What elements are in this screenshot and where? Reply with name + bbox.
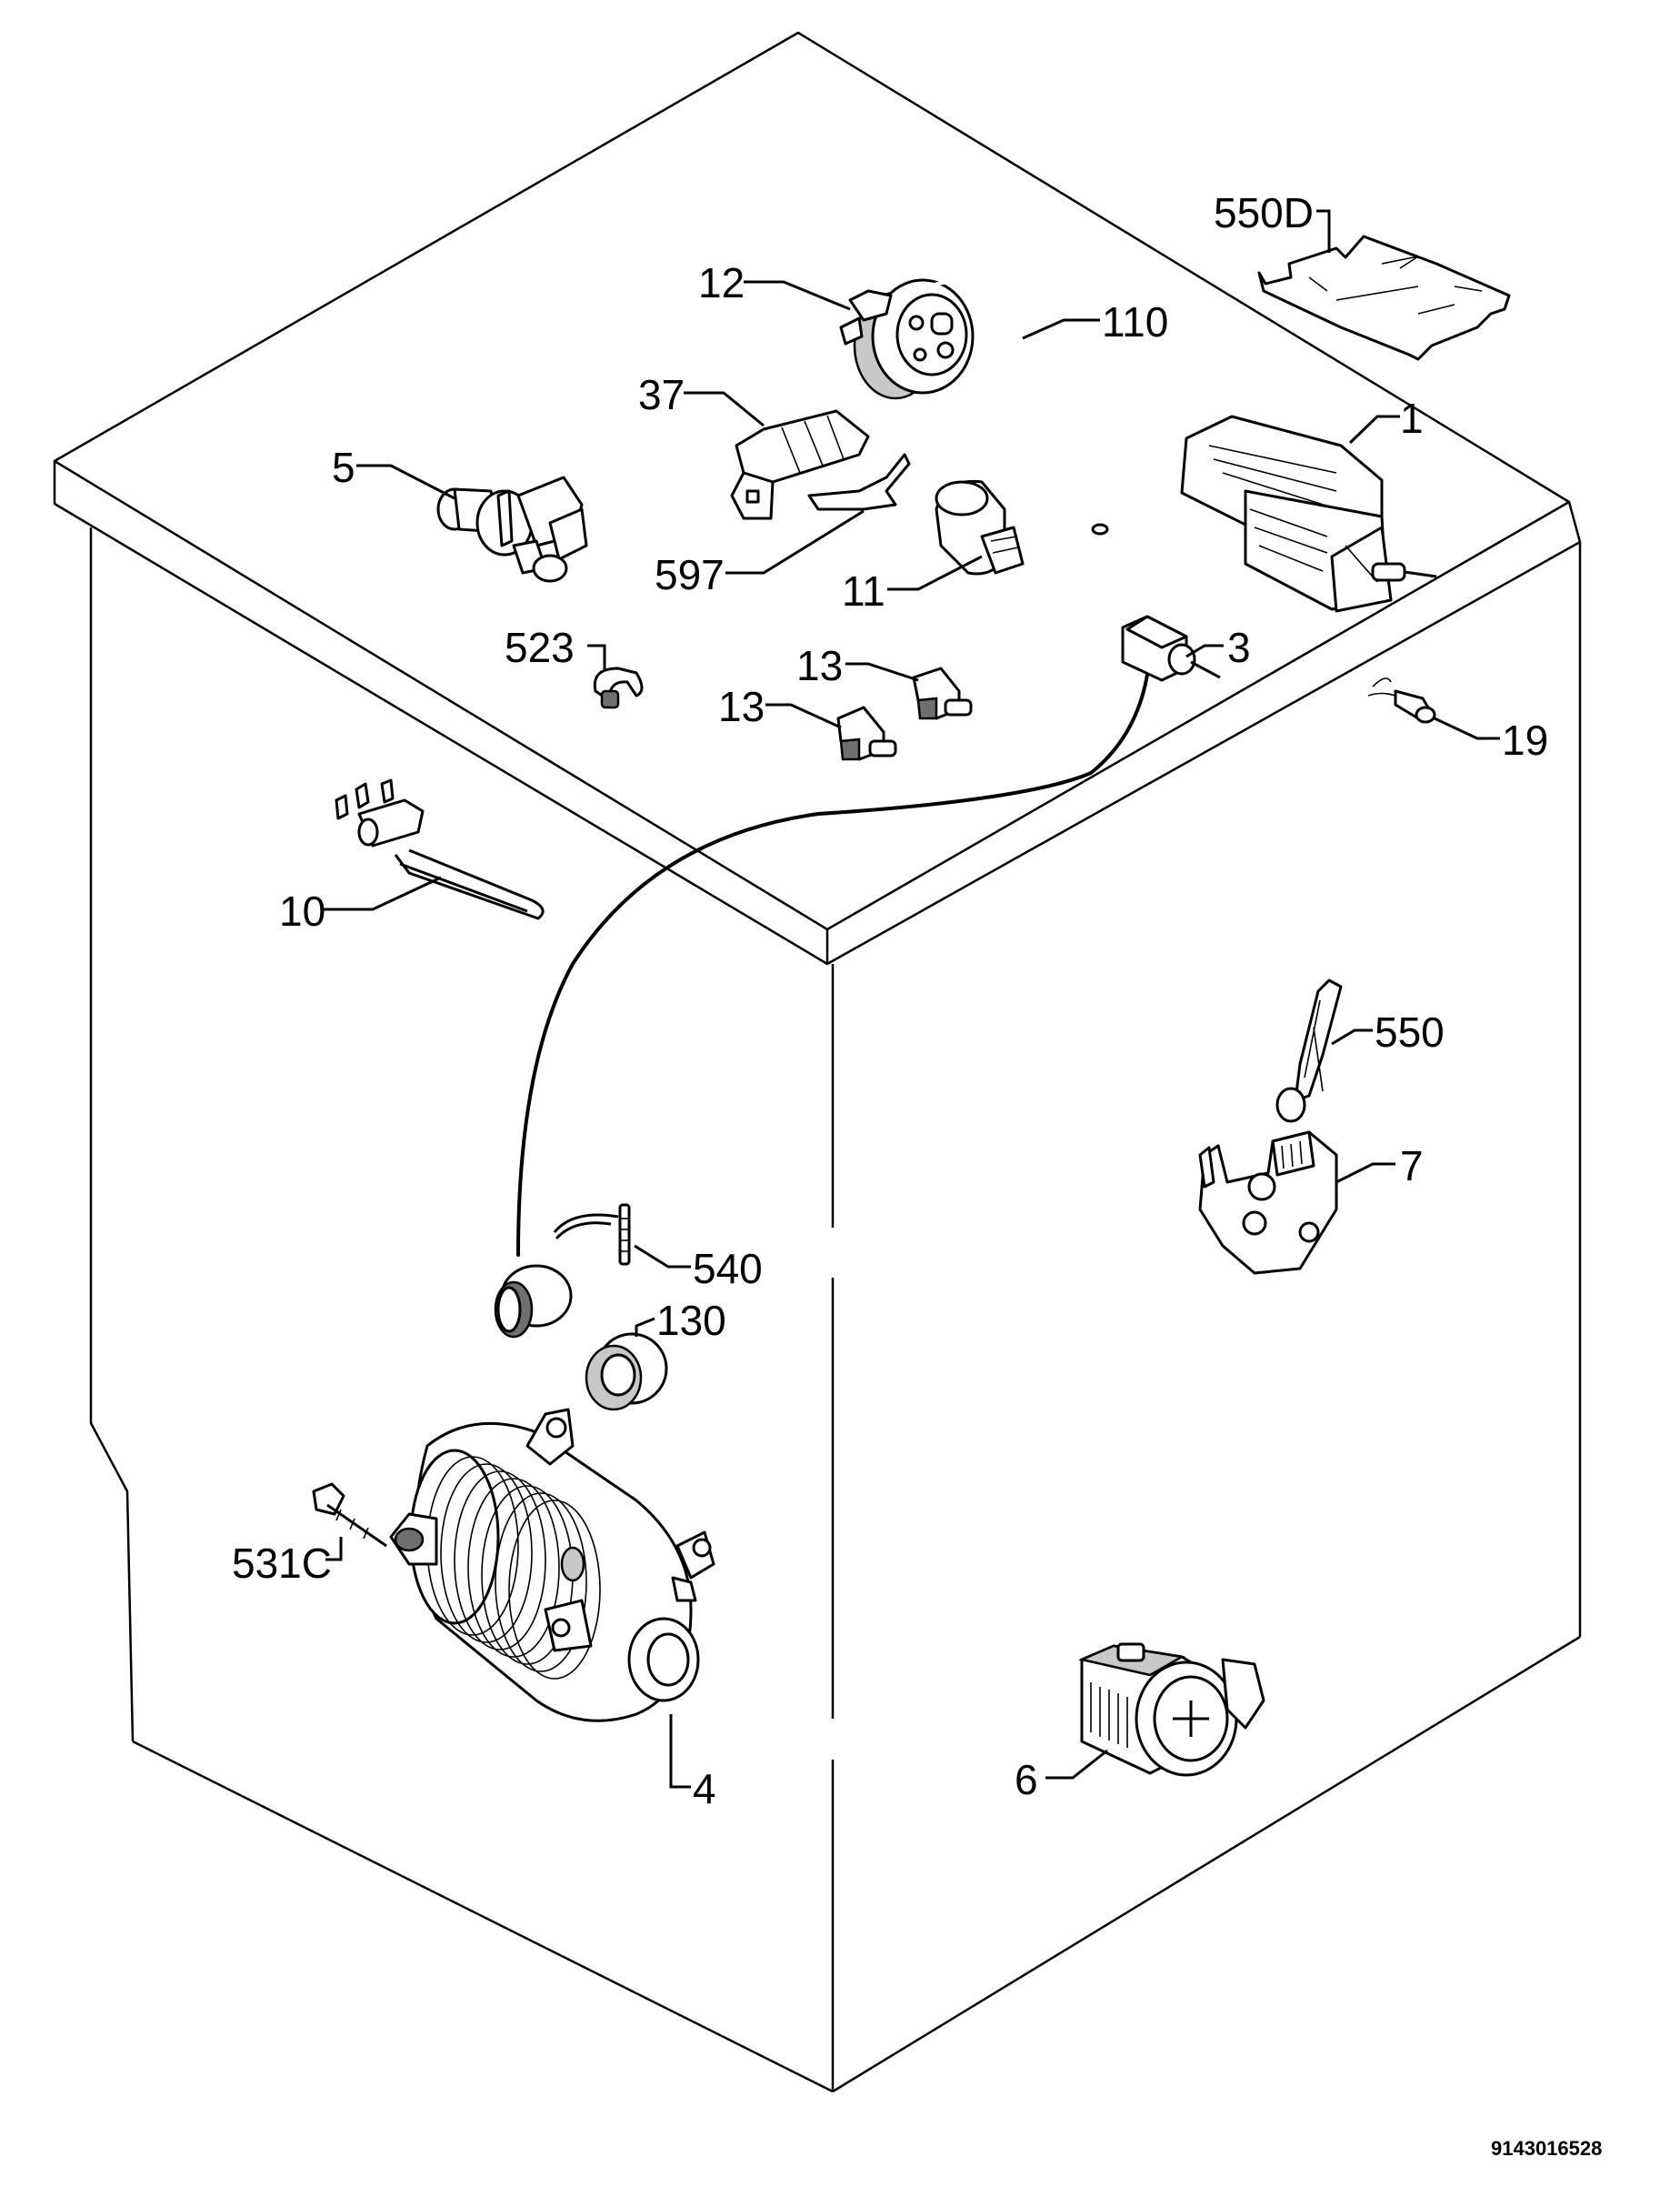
label-550d: 550D	[1214, 189, 1314, 236]
part-5-inlet-valve	[436, 476, 588, 583]
part-130-grommet	[585, 1332, 668, 1411]
label-540: 540	[693, 1245, 763, 1292]
label-12: 12	[698, 259, 745, 306]
label-13a: 13	[796, 642, 843, 689]
part-labels: 550D 12 110 37 1 5 597 11 523 13 13 3 19…	[232, 189, 1602, 2160]
part-37-terminal-bracket	[730, 409, 870, 520]
label-37: 37	[638, 371, 685, 418]
part-13-connector-a	[912, 667, 973, 720]
part-597-clip	[807, 453, 911, 511]
wire-harness	[516, 673, 1149, 1257]
cabinet-outline	[53, 31, 1582, 2093]
part-12-pressure-switch	[839, 278, 975, 400]
part-531c-bolt	[312, 1482, 387, 1548]
part-10-heater	[335, 778, 545, 920]
part-7-door-lock	[1198, 1130, 1338, 1275]
label-523: 523	[505, 624, 575, 671]
label-5: 5	[332, 444, 355, 491]
part-550-lever	[1275, 978, 1343, 1123]
label-3: 3	[1227, 624, 1251, 671]
label-550: 550	[1375, 1008, 1445, 1056]
part-6-drain-pump	[1077, 1642, 1265, 1777]
part-540-clamp	[553, 1203, 631, 1266]
label-6: 6	[1015, 1756, 1038, 1803]
label-13b: 13	[718, 683, 765, 730]
leader-lines	[323, 209, 1500, 1789]
label-110: 110	[1102, 298, 1168, 346]
label-597: 597	[655, 551, 725, 598]
part-550d-cover-plate	[1257, 235, 1511, 361]
document-number: 9143016528	[1491, 2137, 1602, 2160]
part-19-sensor	[1367, 677, 1436, 724]
label-19: 19	[1502, 717, 1548, 764]
wire-grommet	[494, 1264, 573, 1339]
part-13-connector-b	[836, 706, 897, 761]
label-11: 11	[842, 567, 885, 615]
part-523-clip	[593, 667, 644, 709]
label-10: 10	[279, 888, 325, 935]
part-110-pressure-hose	[917, 279, 1109, 536]
part-4-motor	[389, 1408, 715, 1722]
label-4: 4	[693, 1765, 716, 1812]
label-7: 7	[1400, 1142, 1424, 1189]
part-11-suppressor	[935, 479, 1025, 576]
part-3-switch	[1121, 615, 1221, 682]
part-1-programmer	[1180, 415, 1437, 613]
label-1: 1	[1400, 395, 1424, 442]
label-531c: 531C	[232, 1540, 332, 1587]
label-130: 130	[656, 1297, 726, 1344]
